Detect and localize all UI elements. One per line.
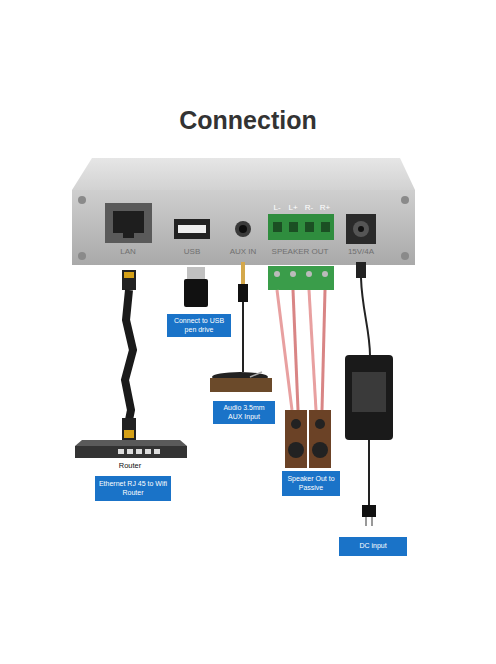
router-port: [136, 449, 142, 454]
callout-text: Speaker Out to Passive: [285, 475, 337, 492]
speaker-cone: [312, 442, 328, 458]
rj45-plug: [122, 418, 136, 440]
power-adapter: [345, 355, 393, 440]
port-label: 15V/4A: [348, 247, 374, 256]
speaker-terminal: [289, 222, 298, 232]
screw: [78, 196, 86, 204]
device-panel: [72, 190, 415, 265]
usb-drive: [184, 279, 208, 307]
callout-box: Ethernet RJ 45 to Wifi Router: [95, 476, 171, 501]
power-adapter: [352, 372, 386, 412]
port-label: USB: [184, 247, 200, 256]
speaker: [285, 410, 307, 468]
port-label: R+: [320, 203, 330, 212]
dc-jack: [358, 226, 364, 232]
router-port: [154, 449, 160, 454]
dc-jack: [346, 214, 376, 244]
usb-port: [174, 219, 210, 239]
speaker-wire: [309, 290, 316, 410]
mains-plug: [365, 517, 367, 526]
speaker-terminal: [321, 222, 330, 232]
aux-cable: [242, 302, 244, 372]
aux-port: [239, 225, 247, 233]
screw: [78, 252, 86, 260]
rj45-plug: [124, 430, 134, 438]
router-port: [145, 449, 151, 454]
speaker: [309, 410, 331, 468]
port-label: R-: [305, 203, 313, 212]
port-label: AUX IN: [230, 247, 257, 256]
usb-drive: [187, 267, 205, 279]
aux-plug: [238, 284, 248, 302]
aux-port: [235, 221, 251, 237]
speaker-wire: [277, 290, 292, 410]
speaker-wire: [322, 290, 325, 410]
port-label: L+: [288, 203, 297, 212]
callout-text: DC input: [359, 542, 386, 550]
speaker-terminal: [273, 222, 282, 232]
callout-box: Speaker Out to Passive: [282, 471, 340, 496]
speaker-plug: [268, 266, 334, 290]
speaker-cone: [291, 419, 301, 429]
aux-plug: [241, 262, 245, 284]
port-label: L-: [273, 203, 280, 212]
ethernet-cable: [125, 290, 133, 420]
turntable: [250, 372, 262, 377]
router: [75, 446, 187, 458]
diagram-title: Connection: [0, 106, 496, 135]
speaker-wire: [293, 290, 298, 410]
port-label: SPEAKER OUT: [272, 247, 329, 256]
router-port: [118, 449, 124, 454]
callout-text: Connect to USB pen drive: [170, 317, 228, 334]
rj45-plug: [122, 270, 136, 290]
router-port: [127, 449, 133, 454]
dc-cable: [361, 278, 370, 356]
speaker-plug: [290, 271, 296, 277]
screw: [401, 196, 409, 204]
usb-port: [178, 225, 206, 233]
dc-cable: [368, 440, 370, 505]
turntable: [210, 378, 272, 392]
dc-jack: [353, 221, 369, 237]
callout-text: Ethernet RJ 45 to Wifi Router: [98, 480, 168, 497]
mains-plug: [371, 517, 373, 526]
dc-plug: [356, 262, 366, 278]
speaker-plug: [274, 271, 280, 277]
device-label: Router: [119, 461, 142, 470]
callout-text: Audio 3.5mm AUX Input: [216, 404, 272, 421]
router: [75, 440, 187, 446]
port-label: LAN: [120, 247, 136, 256]
lan-port: [105, 203, 152, 243]
callout-box: DC input: [339, 537, 407, 556]
device-top: [72, 158, 415, 190]
mains-plug: [362, 505, 376, 517]
speaker-plug: [306, 271, 312, 277]
speaker-terminal: [305, 222, 314, 232]
callout-box: Audio 3.5mm AUX Input: [213, 401, 275, 424]
lan-port: [113, 211, 144, 233]
rj45-plug: [124, 272, 134, 278]
speaker-terminal: [268, 214, 334, 240]
callout-box: Connect to USB pen drive: [167, 314, 231, 337]
speaker-cone: [288, 442, 304, 458]
lan-port: [123, 233, 134, 238]
speaker-cone: [315, 419, 325, 429]
speaker-plug: [322, 271, 328, 277]
screw: [401, 252, 409, 260]
